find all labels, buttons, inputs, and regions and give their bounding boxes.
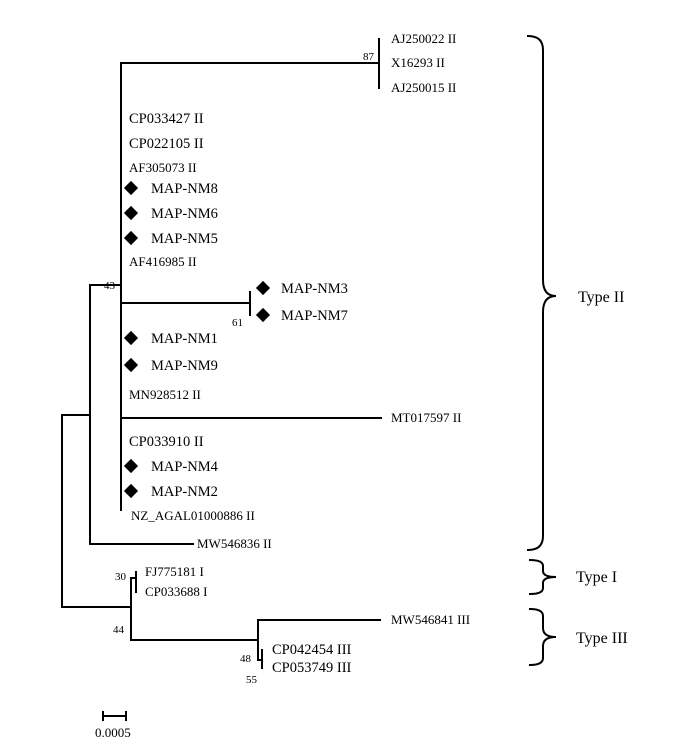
scale-bar-label: 0.0005 <box>95 725 131 740</box>
taxon-label: MAP-NM3 <box>281 281 348 297</box>
diamond-marker-icon <box>123 458 139 474</box>
taxon-label: MAP-NM9 <box>151 358 218 374</box>
bootstrap-value: 30 <box>115 571 127 583</box>
diamond-marker-icon <box>123 483 139 499</box>
diamond-marker-icon <box>123 230 139 246</box>
taxon-label: MAP-NM8 <box>151 181 218 197</box>
diamond-marker-icon <box>123 357 139 373</box>
bootstrap-value: 43 <box>104 280 116 292</box>
group-label-type1: Type I <box>576 569 617 586</box>
type1-brace <box>528 558 557 596</box>
taxon-label: AJ250022 II <box>391 31 456 46</box>
type3-brace <box>528 607 557 667</box>
taxon-label: AF416985 II <box>129 254 197 269</box>
taxon-label: MN928512 II <box>129 387 201 402</box>
taxon-label: CP033688 I <box>145 584 207 599</box>
diamond-marker-icon <box>255 307 271 323</box>
bootstrap-value: 87 <box>363 51 375 63</box>
taxon-label: MAP-NM2 <box>151 484 218 500</box>
taxon-label: CP022105 II <box>129 136 204 152</box>
taxon-label: NZ_AGAL01000886 II <box>131 508 255 523</box>
taxon-label: MW546836 II <box>197 536 272 551</box>
taxon-labels: AJ250022 II X16293 II AJ250015 II CP0334… <box>129 31 470 676</box>
taxon-label: CP033427 II <box>129 111 204 127</box>
bootstrap-value: 61 <box>232 317 243 329</box>
taxon-label: FJ775181 I <box>145 564 204 579</box>
type2-brace <box>526 34 557 552</box>
diamond-marker-icon <box>255 280 271 296</box>
taxon-label: MAP-NM4 <box>151 459 219 475</box>
group-braces: Type II Type I Type III <box>526 34 628 667</box>
bootstrap-value: 48 <box>240 653 252 665</box>
bootstrap-value: 44 <box>113 624 125 636</box>
diamond-marker-icon <box>123 330 139 346</box>
taxon-label: MW546841 III <box>391 612 470 627</box>
tree-branches <box>61 38 382 669</box>
taxon-label: AF305073 II <box>129 160 197 175</box>
diamond-marker-icon <box>123 205 139 221</box>
taxon-label: CP053749 III <box>272 660 352 676</box>
bootstrap-values: 87 43 61 30 44 48 55 <box>104 51 375 686</box>
taxon-label: MAP-NM5 <box>151 231 218 247</box>
taxon-label: MAP-NM6 <box>151 206 218 222</box>
bootstrap-value: 55 <box>246 674 258 686</box>
taxon-label: MT017597 II <box>391 410 461 425</box>
taxon-label: X16293 II <box>391 55 445 70</box>
taxon-label: CP033910 II <box>129 434 204 450</box>
group-label-type2: Type II <box>578 289 624 306</box>
taxon-label: CP042454 III <box>272 642 352 658</box>
taxon-label: MAP-NM7 <box>281 308 348 324</box>
scale-bar: 0.0005 <box>95 711 131 740</box>
group-label-type3: Type III <box>576 630 628 647</box>
taxon-label: MAP-NM1 <box>151 331 218 347</box>
diamond-marker-icon <box>123 180 139 196</box>
taxon-label: AJ250015 II <box>391 80 456 95</box>
